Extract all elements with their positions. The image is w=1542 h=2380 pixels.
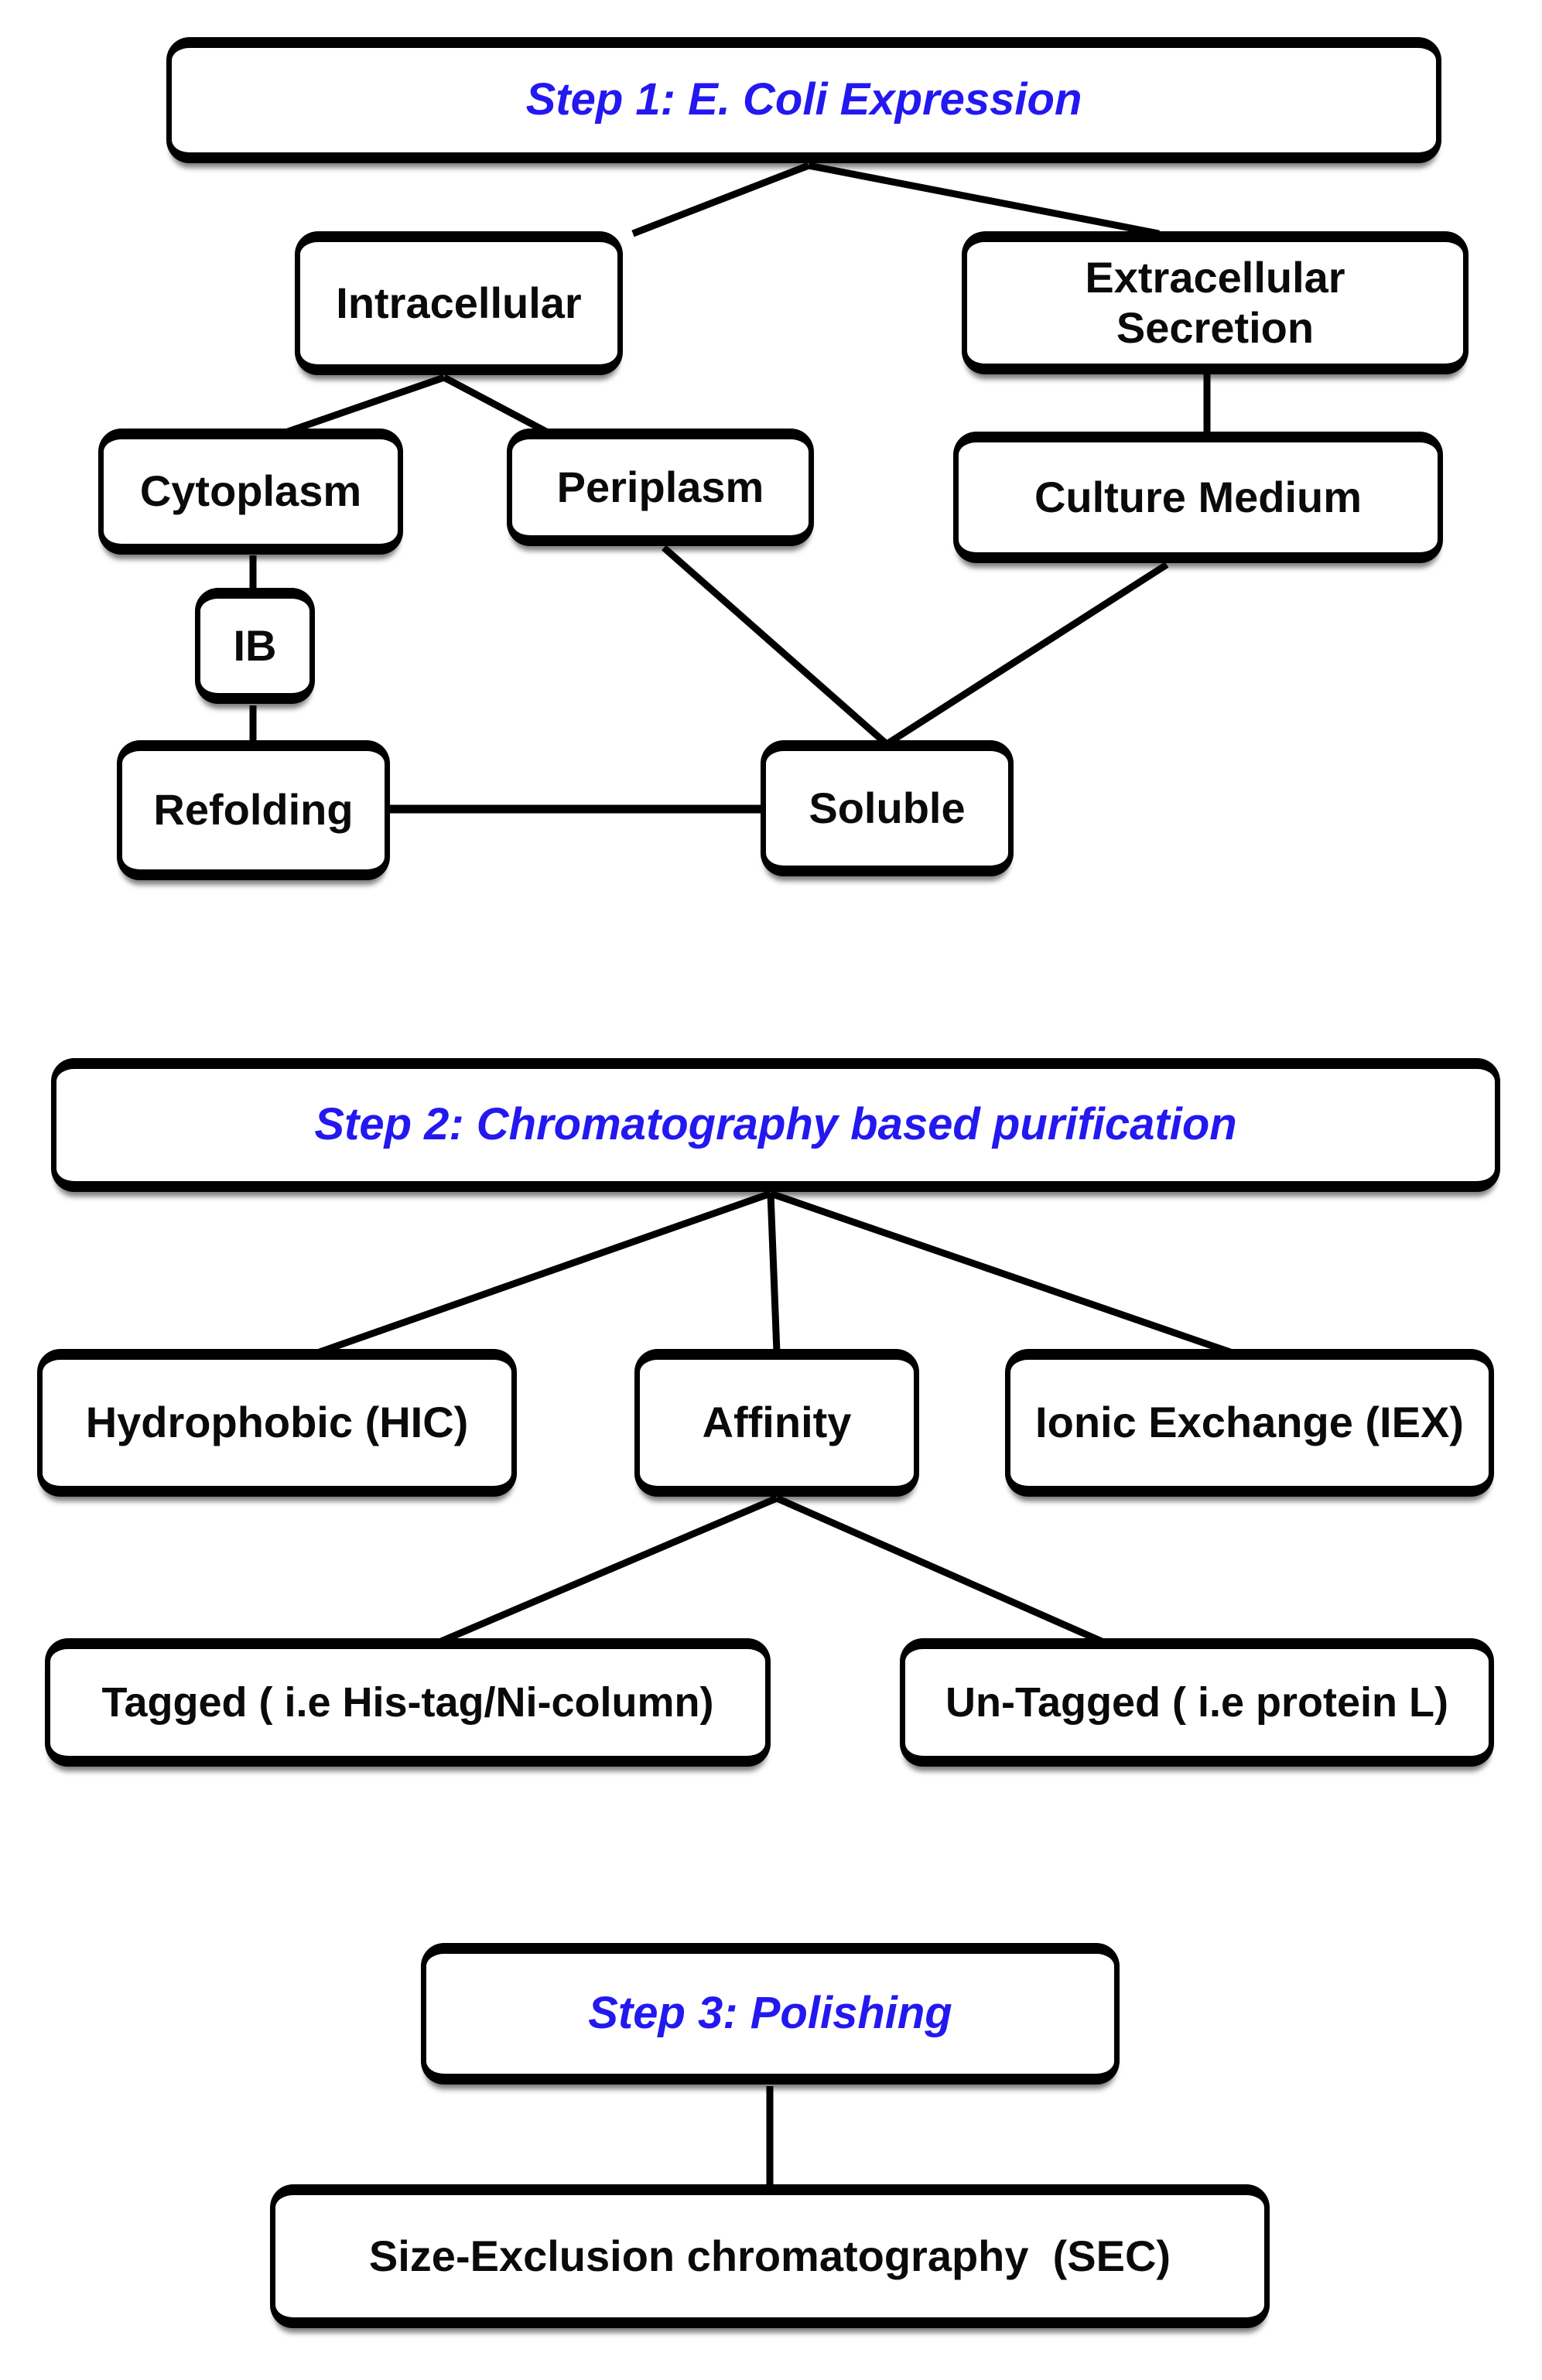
edge-step1-extracellular xyxy=(808,162,1160,237)
node-refolding: Refolding xyxy=(117,740,390,880)
edge-step2-hydrophobic xyxy=(318,1190,772,1356)
node-cytoplasm: Cytoplasm xyxy=(98,429,403,555)
node-label: Affinity xyxy=(702,1398,852,1447)
node-hydrophobic-hic: Hydrophobic (HIC) xyxy=(37,1349,517,1497)
node-label: Periplasm xyxy=(556,462,764,511)
node-ib: IB xyxy=(195,588,315,704)
node-label: Step 1: E. Coli Expression xyxy=(525,74,1082,125)
edge-affinity-untagged xyxy=(775,1494,1103,1645)
node-step2-title: Step 2: Chromatography based purificatio… xyxy=(51,1058,1500,1192)
node-periplasm: Periplasm xyxy=(507,429,814,546)
node-label: Size-Exclusion chromatography (SEC) xyxy=(368,2231,1171,2280)
node-label: Ionic Exchange (IEX) xyxy=(1035,1398,1464,1447)
node-tagged-his-tag: Tagged ( i.e His-tag/Ni-column) xyxy=(45,1638,771,1767)
node-size-exclusion-sec: Size-Exclusion chromatography (SEC) xyxy=(270,2184,1270,2328)
node-label: Tagged ( i.e His-tag/Ni-column) xyxy=(101,1678,714,1726)
edge-periplasm-soluble xyxy=(662,545,889,747)
node-soluble: Soluble xyxy=(761,740,1014,876)
node-ionic-exchange-iex: Ionic Exchange (IEX) xyxy=(1005,1349,1494,1497)
edge-intracellular-periplasm xyxy=(442,374,549,435)
edge-culture-soluble xyxy=(884,562,1169,747)
node-untagged-protein-l: Un-Tagged ( i.e protein L) xyxy=(900,1638,1494,1767)
node-label: Step 3: Polishing xyxy=(588,1988,952,2039)
node-intracellular: Intracellular xyxy=(295,231,623,375)
edge-intracellular-cytoplasm xyxy=(286,374,446,435)
edge-step2-ionic-exchange xyxy=(769,1190,1232,1356)
edge-affinity-tagged xyxy=(439,1494,778,1645)
node-affinity: Affinity xyxy=(634,1349,919,1497)
node-label: Step 2: Chromatography based purificatio… xyxy=(314,1099,1237,1150)
node-label: Soluble xyxy=(809,783,966,832)
node-label: Refolding xyxy=(153,785,354,835)
node-culture-medium: Culture Medium xyxy=(953,432,1443,563)
edge-step2-affinity xyxy=(767,1193,781,1353)
node-label: Hydrophobic (HIC) xyxy=(85,1398,469,1447)
node-label: Intracellular xyxy=(336,278,582,327)
node-label: Culture Medium xyxy=(1034,472,1362,521)
node-step1-title: Step 1: E. Coli Expression xyxy=(166,37,1441,163)
node-label: IB xyxy=(233,620,277,670)
edge-step1-intracellular xyxy=(631,162,810,237)
node-label: Un-Tagged ( i.e protein L) xyxy=(945,1678,1448,1726)
node-step3-title: Step 3: Polishing xyxy=(421,1943,1120,2085)
node-label: Cytoplasm xyxy=(139,466,362,516)
